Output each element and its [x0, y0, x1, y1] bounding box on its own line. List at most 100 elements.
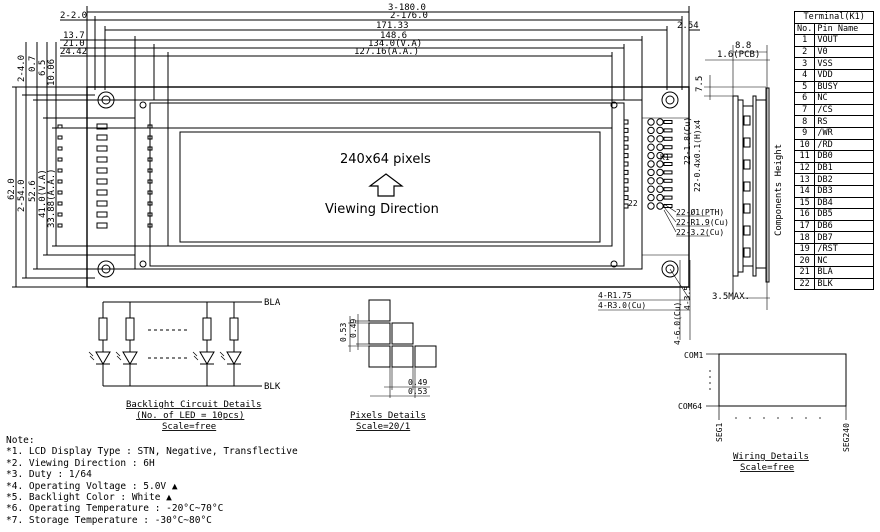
terminal-pin-number: 1: [793, 34, 816, 47]
side-component: [743, 225, 751, 236]
terminal-pad: [656, 135, 664, 143]
bla-label: BLA: [264, 298, 281, 308]
terminal-pad-trace: [663, 170, 673, 175]
terminal-pad: [656, 160, 664, 168]
note-5-text: *5. Backlight Color : White: [6, 492, 161, 504]
terminal-pin-name: DB7: [814, 231, 875, 244]
left-dimensions: [12, 42, 168, 288]
led-pad-mark: [147, 157, 153, 162]
terminal-pin-name: /CS: [814, 103, 875, 117]
backlight-title: Backlight Circuit Details: [126, 400, 261, 410]
terminal-pin-number: 17: [793, 219, 816, 233]
pixel-dim-049-h: 0.49: [408, 378, 427, 387]
terminal-pin-number: 7: [793, 103, 816, 117]
notes-title: Note:: [6, 435, 35, 446]
led-pad-mark: [147, 146, 153, 151]
note-2: *2. Viewing Direction : 6H: [6, 457, 155, 469]
terminal-pad: [647, 202, 655, 210]
terminal-pin-name: V0: [814, 45, 875, 59]
terminal-pin-name: /RST: [814, 242, 875, 256]
terminal-header-pin: Pin Name: [814, 22, 875, 36]
terminal-pad-trace: [663, 136, 673, 141]
terminal-pad: [656, 177, 664, 185]
led-pad: [96, 134, 108, 141]
led-pad-mark: [147, 124, 153, 129]
terminal-pad-mark: [623, 136, 629, 142]
terminal-pin-name: DB0: [814, 150, 875, 163]
left-led-pads: [57, 123, 153, 229]
side-component: [743, 181, 751, 192]
terminal-pin-name: DB5: [814, 208, 875, 221]
dim-pcb: 1.6(PCB): [717, 50, 760, 60]
corner-r3: 4-R3.0(Cu): [598, 301, 646, 310]
pixel-dim-053-v: 0.53: [339, 323, 348, 342]
terminal-row: 7/CS: [793, 103, 875, 117]
dim-41: 41.0(V.A): [38, 169, 48, 218]
seg240-label: SEG240: [842, 423, 851, 452]
corner-dimensions: [598, 260, 691, 340]
dim-0-7: 0.7: [28, 56, 38, 72]
side-view: [704, 45, 770, 310]
terminal-pin-name: VDD: [814, 68, 875, 82]
led-pad-mark: [147, 179, 153, 184]
led-pad-mark: [57, 223, 63, 228]
led-pad-mark: [57, 212, 63, 217]
led-pad-mark: [57, 146, 63, 151]
led-pad-mark: [147, 212, 153, 217]
k1-label: K1: [660, 153, 670, 162]
warning-triangle-icon: ▲: [160, 492, 172, 504]
side-component: [743, 203, 751, 214]
wiring-title: Wiring Details: [733, 452, 809, 462]
pixel-detail: [348, 299, 437, 398]
pad-dim-4: 22-R1.9(Cu): [676, 218, 729, 227]
led-pad-mark: [57, 157, 63, 162]
pixel-detail-scale: Scale=20/1: [356, 422, 410, 432]
terminal-pad: [656, 168, 664, 177]
terminal-pin-number: 10: [793, 138, 816, 152]
led-pad: [96, 222, 108, 229]
pixel-dim-049-v: 0.49: [349, 319, 358, 338]
terminal-pad: [656, 118, 664, 126]
note-7: *7. Storage Temperature : -30°C~80°C: [6, 514, 212, 526]
terminal-pin-name: DB3: [814, 184, 875, 198]
led-pad-mark: [57, 201, 63, 206]
dim-62: 62.0: [7, 178, 17, 200]
terminal-pad: [647, 118, 655, 126]
terminal-pin-name: DB4: [814, 196, 875, 210]
led-pad: [96, 189, 108, 196]
dim-13-7: 13.7: [63, 31, 85, 41]
terminal-pad-mark: [623, 169, 629, 175]
terminal-pin-number: 20: [793, 254, 816, 268]
terminal-pin-number: 13: [793, 173, 816, 186]
terminal-pad-mark: [623, 195, 629, 201]
dim-24: 24.42: [60, 47, 87, 57]
com64-label: COM64: [678, 402, 702, 411]
warning-triangle-icon: ▲: [166, 480, 178, 492]
dim-10: 10.06: [47, 59, 57, 86]
dim-8-8: 8.8: [735, 41, 751, 51]
terminal-pin-number: 18: [793, 231, 816, 244]
terminal-pads: [623, 118, 673, 210]
dim-3-5-max: 3.5MAX.: [712, 292, 750, 302]
pad-dim-3: 22-Ø1(PTH): [676, 207, 724, 217]
terminal-pad: [656, 151, 664, 160]
terminal-pad-mark: [623, 144, 629, 150]
terminal-pin-number: 4: [793, 68, 816, 82]
terminal-row: 9/WR: [793, 126, 875, 140]
terminal-pin-number: 19: [793, 242, 816, 256]
terminal-pin-number: 6: [793, 92, 816, 105]
terminal-pad: [647, 193, 655, 202]
